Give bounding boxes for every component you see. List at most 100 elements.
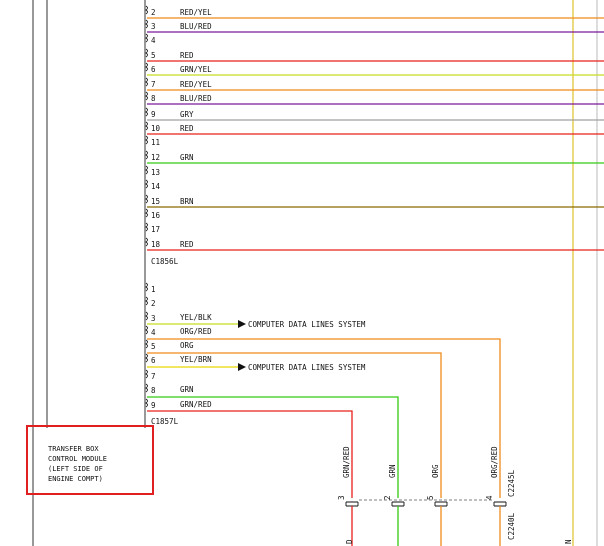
pin-number: 5 <box>426 495 435 500</box>
wire-label: YEL/BLK <box>180 313 212 322</box>
pin-number: 4 <box>151 328 156 337</box>
pin-bracket <box>145 91 148 101</box>
connector-symbol <box>493 501 507 507</box>
pin-bracket <box>145 398 148 408</box>
wire-label: ORG <box>431 464 440 478</box>
wire-label: GRN/YEL <box>180 65 212 74</box>
system-reference: COMPUTER DATA LINES SYSTEM <box>248 363 366 372</box>
connector-symbol <box>391 501 405 507</box>
wire-line <box>147 396 399 498</box>
pin-bracket <box>145 296 148 306</box>
wire-label: GRY <box>180 110 194 119</box>
module-label-line: ENGINE COMPT) <box>48 475 103 483</box>
pin-number: 8 <box>151 386 156 395</box>
pin-number: 7 <box>151 372 156 381</box>
pin-number: 12 <box>151 153 160 162</box>
pin-number: 9 <box>151 110 156 119</box>
connector-name: C1857L <box>151 417 179 426</box>
module-label-line: TRANSFER BOX <box>48 445 99 453</box>
pin-number: 8 <box>151 94 156 103</box>
wire-label: RED <box>180 124 194 133</box>
pin-number: 3 <box>151 22 156 31</box>
pin-number: 10 <box>151 124 161 133</box>
edge-letter: D <box>345 539 354 544</box>
pin-bracket <box>145 107 148 117</box>
pin-number: 18 <box>151 240 161 249</box>
wire-label: BRN <box>180 197 194 206</box>
module-highlight-box <box>26 425 154 495</box>
wire-label: GRN <box>388 464 397 478</box>
pin-bracket <box>145 121 148 131</box>
pin-number: 3 <box>337 495 346 500</box>
pin-number: 2 <box>151 299 156 308</box>
arrow-icon <box>238 363 246 371</box>
pin-bracket <box>145 383 148 393</box>
pin-bracket <box>145 48 148 58</box>
pin-bracket <box>145 325 148 335</box>
pin-bracket <box>145 165 148 175</box>
wire-line <box>147 410 353 498</box>
pin-number: 17 <box>151 225 160 234</box>
pin-number: 2 <box>383 495 392 500</box>
pin-bracket <box>145 311 148 321</box>
pin-number: 3 <box>151 314 156 323</box>
wire-label: BLU/RED <box>180 94 212 103</box>
wire-label: RED <box>180 240 194 249</box>
pin-bracket <box>145 353 148 363</box>
pin-number: 16 <box>151 211 161 220</box>
pin-number: 7 <box>151 80 156 89</box>
pin-number: 13 <box>151 168 160 177</box>
pin-number: 5 <box>151 51 156 60</box>
pin-bracket <box>145 179 148 189</box>
pin-bracket <box>145 150 148 160</box>
wire-label: GRN/RED <box>342 446 351 478</box>
wire-line <box>147 352 442 498</box>
pin-number: 6 <box>151 356 156 365</box>
pin-number: 4 <box>151 36 156 45</box>
wire-label: GRN <box>180 153 194 162</box>
pin-bracket <box>145 33 148 43</box>
pin-number: 11 <box>151 138 160 147</box>
pin-bracket <box>145 282 148 292</box>
wire-label: BLU/RED <box>180 22 212 31</box>
connector-symbol <box>434 501 448 507</box>
pin-number: 9 <box>151 401 156 410</box>
wire-label: YEL/BRN <box>180 355 212 364</box>
pin-bracket <box>145 77 148 87</box>
pin-bracket <box>145 237 148 247</box>
pin-number: 4 <box>485 495 494 500</box>
wire-line <box>147 338 501 498</box>
system-reference: COMPUTER DATA LINES SYSTEM <box>248 320 366 329</box>
pin-bracket <box>145 62 148 72</box>
connector-name: C2240L <box>507 512 516 540</box>
connector-symbol <box>345 501 359 507</box>
module-label-line: (LEFT SIDE OF <box>48 465 103 473</box>
module-label-line: CONTROL MODULE <box>48 455 107 463</box>
pin-number: 5 <box>151 342 156 351</box>
wire-label: GRN <box>180 385 194 394</box>
pin-bracket <box>145 369 148 379</box>
pin-bracket <box>145 222 148 232</box>
wire-label: ORG <box>180 341 194 350</box>
wire-label: ORG/RED <box>180 327 212 336</box>
pin-bracket <box>145 135 148 145</box>
wire-label: ORG/RED <box>490 446 499 478</box>
pin-bracket <box>145 208 148 218</box>
connector-name: C2245L <box>507 469 516 497</box>
pin-bracket <box>145 5 148 15</box>
wire-label: GRN/RED <box>180 400 212 409</box>
pin-bracket <box>145 339 148 349</box>
wire-label: RED <box>180 51 194 60</box>
pin-bracket <box>145 19 148 29</box>
wire-label: RED/YEL <box>180 80 212 89</box>
pin-number: 1 <box>151 285 156 294</box>
arrow-icon <box>238 320 246 328</box>
pin-number: 6 <box>151 65 156 74</box>
connector-name: C1856L <box>151 257 179 266</box>
edge-letter: N <box>564 539 573 544</box>
wire-label: RED/YEL <box>180 8 212 17</box>
pin-number: 14 <box>151 182 161 191</box>
pin-bracket <box>145 194 148 204</box>
